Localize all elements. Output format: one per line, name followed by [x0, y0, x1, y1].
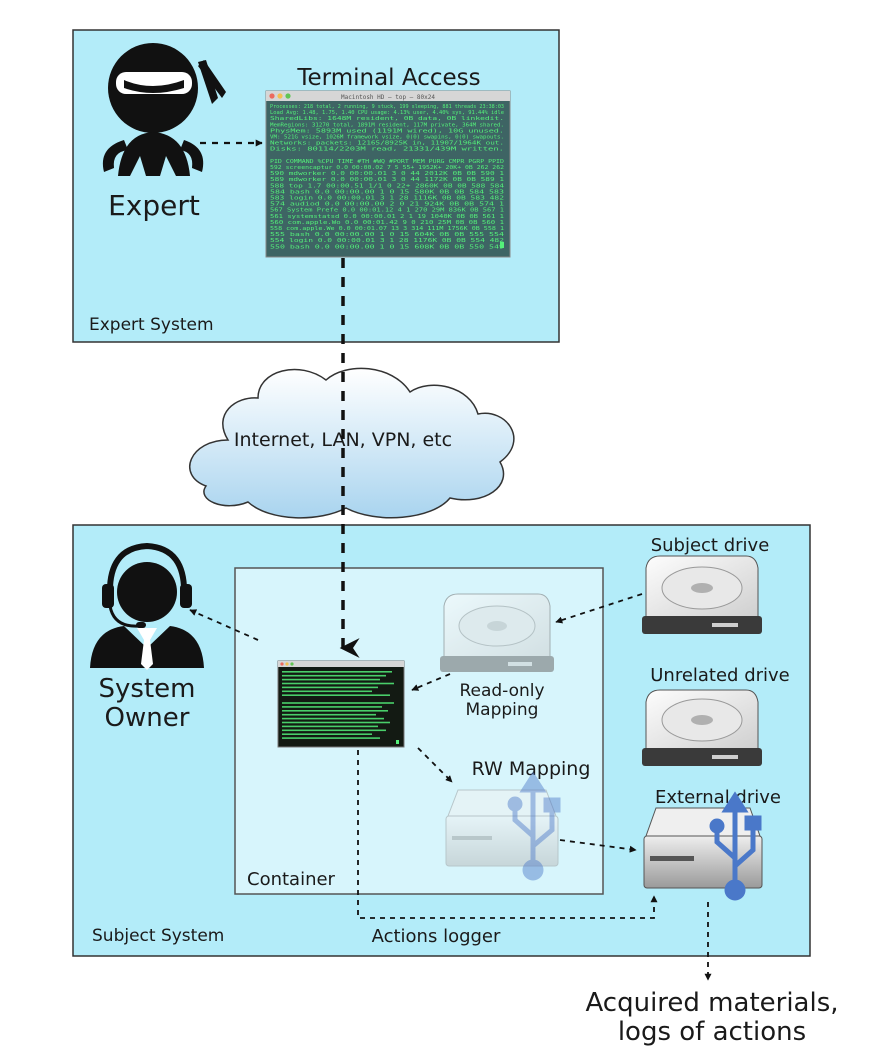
rw-mapping-drive-icon — [445, 789, 559, 867]
unrelated-drive-label: Unrelated drive — [650, 665, 790, 686]
subject-drive-label: Subject drive — [651, 535, 770, 556]
terminal-line-glyph — [282, 671, 392, 673]
readonly-to-terminal-arrow — [411, 673, 451, 691]
terminal-line-glyph — [282, 721, 390, 724]
terminal-line: 574 audiod 0.0 00:00.00 2 0 21 924K 0B 0… — [270, 202, 504, 208]
terminal-cursor — [396, 740, 399, 744]
terminal-line: Networks: packets: 12165/8925K in, 11907… — [270, 141, 504, 147]
terminal-line-glyph — [282, 678, 380, 681]
terminal-line: 561 systemstatsd 0.0 00:00.01 2 1 19 104… — [270, 214, 504, 220]
maximize-icon — [285, 93, 291, 99]
external-drive-label: External drive — [655, 787, 781, 808]
terminal-line: 558 com.apple.We 0.0 00:01.07 13 3 314 1… — [270, 226, 504, 232]
terminal-window-title: Macintosh HD — top — 80x24 — [341, 94, 435, 101]
terminal-line-glyph — [282, 682, 394, 685]
terminal-line: 554 login 0.0 00:00.01 3 1 28 1176K 0B 0… — [270, 238, 504, 244]
terminal-line: 592 screencaptur 0.0 00:00.02 7 5 55+ 19… — [270, 165, 504, 171]
terminal-line: Processes: 218 total, 2 running, 9 stuck… — [270, 104, 504, 110]
terminal-line-glyph — [282, 702, 394, 704]
terminal-to-owner-arrow — [189, 609, 259, 641]
terminal-access-title: Terminal Access — [296, 65, 480, 91]
rw-mapping-label: RW Mapping — [472, 758, 591, 780]
terminal-line-glyph — [282, 737, 380, 739]
terminal-line-glyph — [282, 717, 384, 720]
terminal-line: 590 mdworker 0.0 00:00.01 3 0 44 2012K 0… — [270, 171, 504, 177]
readonly-mapping-label-1: Read-only — [459, 681, 544, 701]
readonly-mapping-drive-icon — [440, 593, 554, 672]
terminal-line: 584 bash 0.0 00:00.00 1 0 15 580K 0B 0B … — [270, 189, 504, 195]
terminal-line: 583 login 0.0 00:00.01 3 1 28 1116K 0B 0… — [270, 196, 504, 202]
terminal-line-glyph — [282, 729, 386, 732]
terminal-line: MemRegions: 31270 total, 1891M resident,… — [270, 122, 504, 128]
network-cloud: Internet, LAN, VPN, etc — [189, 367, 515, 519]
terminal-line-glyph — [282, 694, 390, 696]
output-label-2: logs of actions — [618, 1017, 806, 1047]
terminal-line: 588 top 1.7 00:00.51 1/1 0 22+ 2860K 0B … — [270, 183, 504, 189]
unrelated-drive-icon — [642, 689, 762, 766]
maximize-icon — [290, 662, 294, 666]
terminal-line-glyph — [282, 710, 388, 712]
rw-to-external-arrow — [559, 839, 637, 853]
terminal-line-glyph — [282, 713, 376, 716]
system-owner-label-2: Owner — [105, 703, 190, 733]
terminal-line: 589 mdworker 0.0 00:00.01 3 0 44 1172K 0… — [270, 177, 504, 183]
terminal-line-glyph — [282, 725, 378, 728]
subject-system-label: Subject System — [92, 926, 224, 946]
terminal-line: 560 com.apple.Wo 0.0 00:01.42 9 0 210 25… — [270, 220, 504, 226]
container-terminal-window — [277, 660, 405, 748]
terminal-line: SharedLibs: 1648M resident, 0B data, 0B … — [270, 116, 504, 122]
expert-terminal-window: Macintosh HD — top — 80x24 Processes: 21… — [265, 90, 511, 258]
minimize-icon — [285, 662, 289, 666]
close-icon — [280, 662, 284, 666]
system-owner-icon — [90, 542, 204, 670]
expert-label: Expert — [108, 189, 200, 222]
terminal-line-glyph — [282, 706, 382, 708]
terminal-line: PhysMem: 5893M used (1191M wired), 10G u… — [270, 128, 504, 134]
terminal-line: PID COMMAND %CPU TIME #TH #WQ #PORT MEM … — [270, 159, 504, 165]
terminal-line: Disks: 80114/2203M read, 21331/439M writ… — [270, 147, 504, 153]
terminal-to-rw-arrow — [417, 747, 453, 783]
actions-logger-arrow — [357, 750, 658, 919]
rw-usb-icon — [507, 771, 561, 881]
external-drive-icon — [643, 807, 763, 889]
readonly-mapping-label-2: Mapping — [466, 700, 539, 720]
subject-drive-icon — [642, 555, 762, 634]
actions-logger-label: Actions logger — [372, 926, 501, 947]
terminal-line: 567 System Prefe 0.0 00:01.12 4 1 270 29… — [270, 208, 504, 214]
system-owner-label-1: System — [99, 674, 196, 704]
terminal-cursor — [500, 242, 504, 248]
network-label: Internet, LAN, VPN, etc — [234, 429, 452, 451]
terminal-line: VM: 521G vsize, 1026M framework vsize, 0… — [270, 135, 504, 141]
close-icon — [269, 93, 275, 99]
terminal-line: 550 bash 0.0 00:00.00 1 0 15 608K 0B 0B … — [270, 244, 504, 250]
expert-ninja-icon — [102, 43, 226, 176]
minimize-icon — [277, 93, 283, 99]
terminal-line-glyph — [282, 733, 372, 735]
terminal-line: 555 bash 0.0 00:00.00 1 0 15 604K 0B 0B … — [270, 232, 504, 238]
terminal-line-glyph — [282, 674, 386, 677]
terminal-line-glyph — [282, 686, 378, 689]
output-label-1: Acquired materials, — [585, 988, 838, 1018]
terminal-line: Load Avg: 1.48, 1.75, 1.40 CPU usage: 4.… — [270, 110, 504, 116]
terminal-line-glyph — [282, 690, 372, 693]
container-label: Container — [247, 869, 336, 890]
expert-system-label: Expert System — [89, 315, 214, 335]
external-usb-icon — [709, 791, 762, 901]
